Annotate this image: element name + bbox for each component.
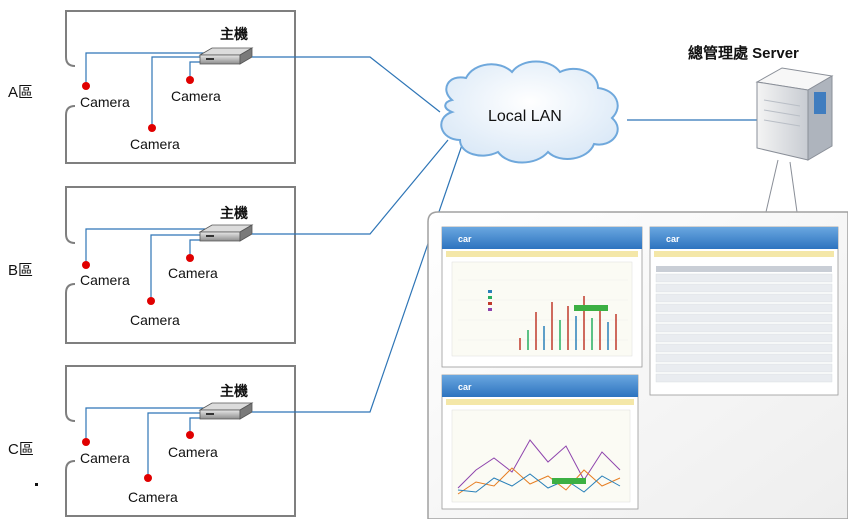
server-label: 總管理處 Server bbox=[688, 45, 799, 62]
screenshots-panel: car bbox=[427, 211, 848, 519]
screen-table: car bbox=[649, 226, 839, 396]
screen-1-brand: car bbox=[458, 234, 472, 244]
link-zone-a-lan bbox=[252, 56, 441, 113]
zone-a-wiring bbox=[85, 52, 211, 128]
link-zone-b-lan bbox=[252, 139, 449, 235]
zone-c-camera-dot-2 bbox=[186, 431, 194, 439]
zone-c-camera-dot-1 bbox=[82, 438, 90, 446]
zone-b-label: B區 bbox=[8, 262, 34, 279]
zone-a-camera-dot-1 bbox=[82, 82, 90, 90]
zone-b-host-label: 主機 bbox=[220, 205, 248, 221]
zone-b-frame bbox=[65, 186, 296, 344]
screen-line-chart: car bbox=[441, 374, 639, 510]
zone-a-camera-dot-3 bbox=[148, 124, 156, 132]
screen-3-brand: car bbox=[458, 382, 472, 392]
zone-c-camera-label-1: Camera bbox=[80, 450, 130, 466]
zone-c-camera-dot-3 bbox=[144, 474, 152, 482]
zone-a-camera-label-3: Camera bbox=[130, 136, 180, 152]
zone-c-frame bbox=[65, 365, 296, 517]
zone-a-host-label: 主機 bbox=[220, 26, 248, 42]
zone-b-camera-dot-3 bbox=[147, 297, 155, 305]
server-callout-lines bbox=[765, 159, 798, 213]
zone-b-camera-dot-2 bbox=[186, 254, 194, 262]
zone-b-camera-label-1: Camera bbox=[80, 272, 130, 288]
lan-cloud bbox=[440, 60, 619, 164]
lan-label: Local LAN bbox=[488, 108, 562, 125]
screen-bar-chart: car bbox=[441, 226, 643, 368]
zone-c-camera-label-2: Camera bbox=[168, 444, 218, 460]
zone-b-camera-dot-1 bbox=[82, 261, 90, 269]
zone-c-camera-label-3: Camera bbox=[128, 489, 178, 505]
stray-dot bbox=[35, 483, 38, 486]
screen-2-brand: car bbox=[666, 234, 680, 244]
zone-a-camera-label-1: Camera bbox=[80, 94, 130, 110]
zone-a-label: A區 bbox=[8, 84, 34, 101]
server-icon bbox=[755, 67, 834, 161]
zone-b-camera-label-3: Camera bbox=[130, 312, 180, 328]
zone-a-camera-label-2: Camera bbox=[171, 88, 221, 104]
zone-c-host-icon bbox=[198, 402, 254, 420]
zone-b bbox=[65, 186, 296, 344]
zone-c-label: C區 bbox=[8, 441, 34, 458]
zone-a-host-icon bbox=[198, 47, 254, 65]
zone-c-door bbox=[65, 411, 76, 471]
zone-a-frame bbox=[65, 10, 296, 164]
zone-a bbox=[65, 10, 296, 164]
zone-b-door bbox=[65, 233, 76, 294]
zone-c-host-label: 主機 bbox=[220, 383, 248, 399]
zone-a-door bbox=[65, 56, 76, 116]
zone-c bbox=[35, 365, 296, 517]
zone-b-host-icon bbox=[198, 224, 254, 242]
zone-a-camera-dot-2 bbox=[186, 76, 194, 84]
zone-b-camera-label-2: Camera bbox=[168, 265, 218, 281]
zone-c-wiring bbox=[85, 407, 210, 478]
